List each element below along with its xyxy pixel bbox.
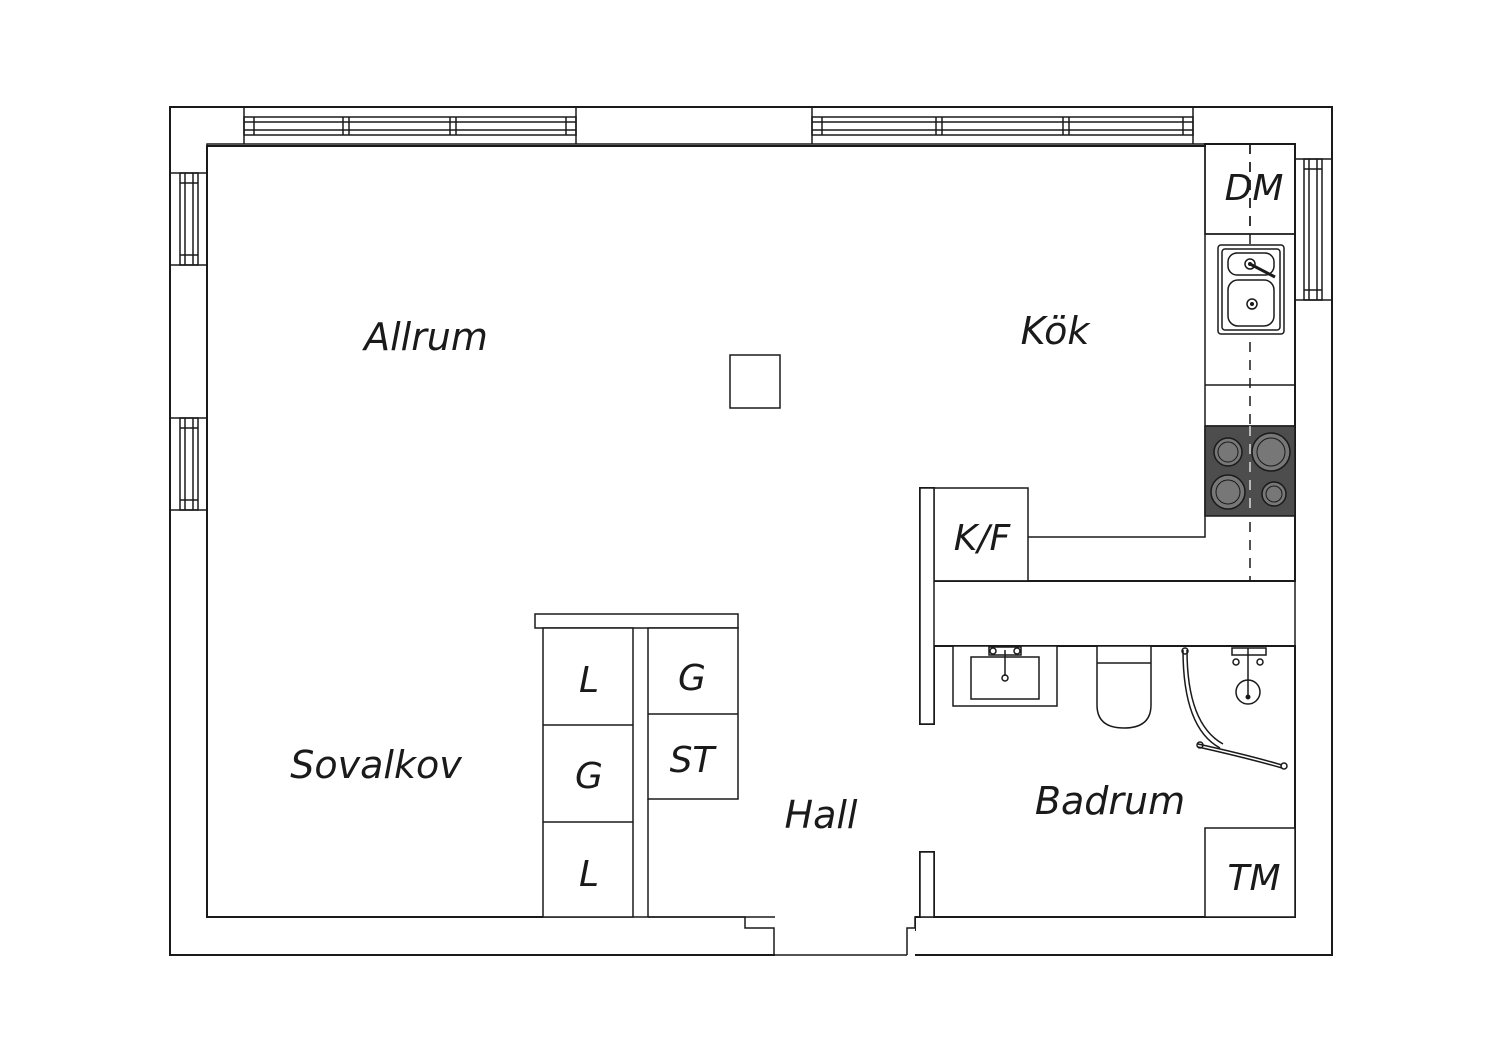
wardrobe-left: L G L <box>542 627 634 918</box>
wardrobe-3-label: L <box>579 854 599 895</box>
window-right <box>1295 158 1332 301</box>
room-label-sovalkov: Sovalkov <box>290 743 462 787</box>
window-left-lower <box>170 417 207 511</box>
entrance-door <box>648 916 920 958</box>
washing-machine: TM <box>1204 827 1296 918</box>
closet-g-label: G <box>678 658 706 699</box>
inner-wall-outline <box>206 143 1296 918</box>
wardrobe-right: G ST <box>647 627 739 917</box>
wardrobe-2-label: G <box>575 756 603 797</box>
room-label-kok: Kök <box>1021 309 1092 353</box>
fridge-freezer-label: K/F <box>954 518 1012 559</box>
dishwasher-label: DM <box>1225 168 1284 209</box>
stove <box>1204 425 1296 517</box>
closet-st-label: ST <box>670 740 718 781</box>
kitchen-sink <box>1217 244 1285 335</box>
window-left-upper <box>170 172 207 266</box>
outer-walls <box>169 106 1333 956</box>
bathroom-sink <box>952 645 1058 707</box>
fridge-freezer: K/F <box>933 487 1029 582</box>
room-label-badrum: Badrum <box>1035 779 1185 823</box>
structural-column <box>729 354 781 409</box>
window-top-left <box>243 107 577 144</box>
wardrobe-shelf <box>534 613 739 629</box>
outer-wall-outline <box>169 106 1333 956</box>
wardrobe-1-label: L <box>579 660 599 701</box>
room-label-hall: Hall <box>785 793 858 837</box>
room-label-allrum: Allrum <box>361 315 488 359</box>
dishwasher: DM <box>1204 143 1296 235</box>
shower <box>1181 647 1288 770</box>
washing-machine-label: TM <box>1227 858 1280 899</box>
toilet <box>1096 645 1152 729</box>
window-top-right <box>811 107 1194 144</box>
